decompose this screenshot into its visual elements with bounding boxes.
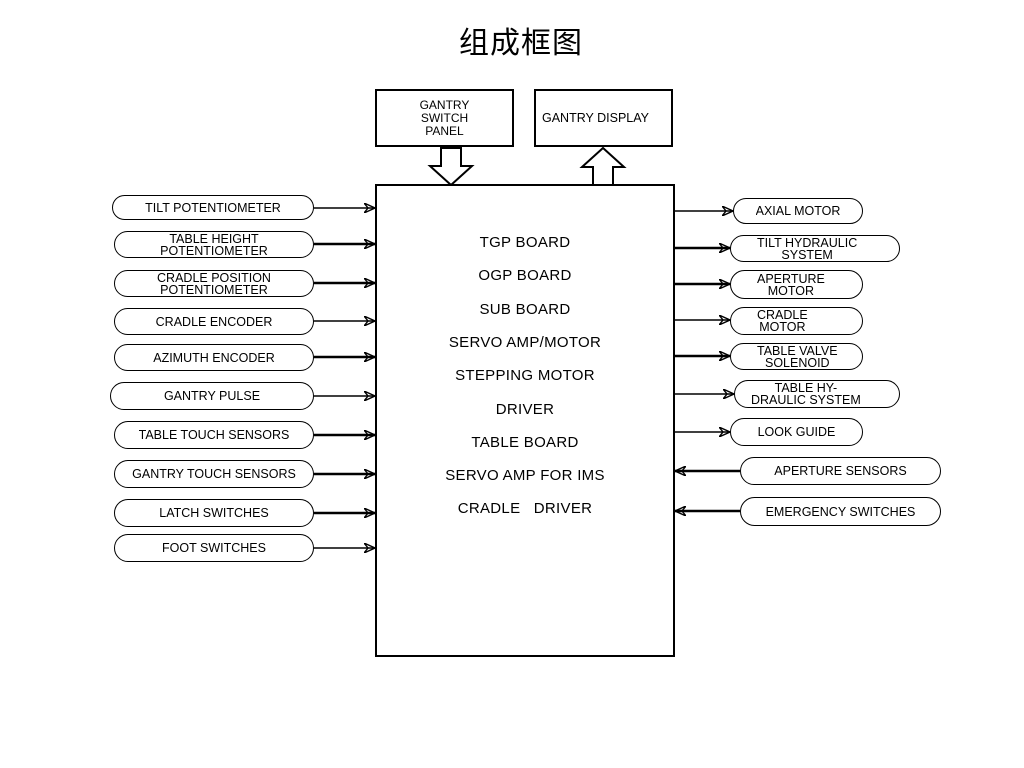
input-pill: GANTRY TOUCH SENSORS (114, 460, 314, 488)
output-label: TABLE HY- DRAULIC SYSTEM (751, 382, 861, 406)
input-pill: AZIMUTH ENCODER (114, 344, 314, 371)
input-pill: TILT POTENTIOMETER (112, 195, 314, 220)
input-label: LATCH SWITCHES (159, 507, 269, 519)
input-label: GANTRY TOUCH SENSORS (132, 468, 296, 480)
gantry-switch-panel-box: GANTRY SWITCH PANEL (375, 89, 514, 147)
output-label: APERTURE MOTOR (757, 272, 825, 297)
switch-panel-line: GANTRY (419, 97, 470, 112)
input-label: TABLE HEIGHT POTENTIOMETER (160, 232, 268, 257)
sensor-pill: APERTURE SENSORS (740, 457, 941, 485)
output-pill: TILT HYDRAULIC SYSTEM (730, 235, 900, 262)
input-label: CRADLE ENCODER (155, 315, 273, 328)
input-pill: TABLE TOUCH SENSORS (114, 421, 314, 449)
output-label: TABLE VALVE SOLENOID (757, 344, 838, 369)
output-label: TILT HYDRAULIC SYSTEM (757, 236, 858, 261)
board-line: CRADLE DRIVER (457, 500, 593, 517)
input-pill: CRADLE POSITION POTENTIOMETER (114, 270, 314, 297)
output-pill: TABLE VALVE SOLENOID (730, 343, 863, 370)
gantry-display-box: GANTRY DISPLAY (534, 89, 673, 147)
board-line: TABLE BOARD (471, 434, 579, 451)
up-hollow-arrow-icon (579, 146, 627, 186)
output-label: AXIAL MOTOR (755, 205, 841, 217)
page-title: 组成框图 (459, 26, 583, 61)
board-line: SERVO AMP FOR IMS (445, 467, 605, 484)
board-line: SERVO AMP/MOTOR (448, 334, 602, 351)
sensor-label: APERTURE SENSORS (774, 465, 907, 477)
output-pill: TABLE HY- DRAULIC SYSTEM (734, 380, 900, 408)
sensor-label: EMERGENCY SWITCHES (765, 505, 916, 518)
input-pill: GANTRY PULSE (110, 382, 314, 410)
down-hollow-arrow-icon (427, 147, 475, 187)
output-label: LOOK GUIDE (757, 426, 836, 438)
input-pill: TABLE HEIGHT POTENTIOMETER (114, 231, 314, 258)
output-pill: AXIAL MOTOR (733, 198, 863, 224)
board-line: DRIVER (495, 401, 555, 418)
input-label: FOOT SWITCHES (162, 542, 266, 554)
board-line: OGP BOARD (478, 267, 572, 284)
output-label: CRADLE MOTOR (757, 309, 808, 333)
board-line: TGP BOARD (479, 234, 571, 251)
switch-panel-line: SWITCH (420, 110, 469, 125)
board-line: STEPPING MOTOR (455, 367, 595, 384)
output-pill: APERTURE MOTOR (730, 270, 863, 299)
output-pill: CRADLE MOTOR (730, 307, 863, 335)
input-pill: LATCH SWITCHES (114, 499, 314, 527)
input-label: GANTRY PULSE (163, 390, 261, 402)
input-label: CRADLE POSITION POTENTIOMETER (157, 271, 271, 296)
input-label: TILT POTENTIOMETER (145, 201, 281, 214)
sensor-pill: EMERGENCY SWITCHES (740, 497, 941, 526)
gantry-display-label: GANTRY DISPLAY (542, 110, 649, 125)
board-line: SUB BOARD (479, 301, 571, 318)
input-label: TABLE TOUCH SENSORS (138, 429, 290, 441)
input-label: AZIMUTH ENCODER (153, 351, 275, 364)
switch-panel-line: PANEL (425, 123, 464, 138)
output-pill: LOOK GUIDE (730, 418, 863, 446)
input-pill: FOOT SWITCHES (114, 534, 314, 562)
input-pill: CRADLE ENCODER (114, 308, 314, 335)
main-control-board: TGP BOARD OGP BOARD SUB BOARD SERVO AMP/… (375, 184, 675, 657)
